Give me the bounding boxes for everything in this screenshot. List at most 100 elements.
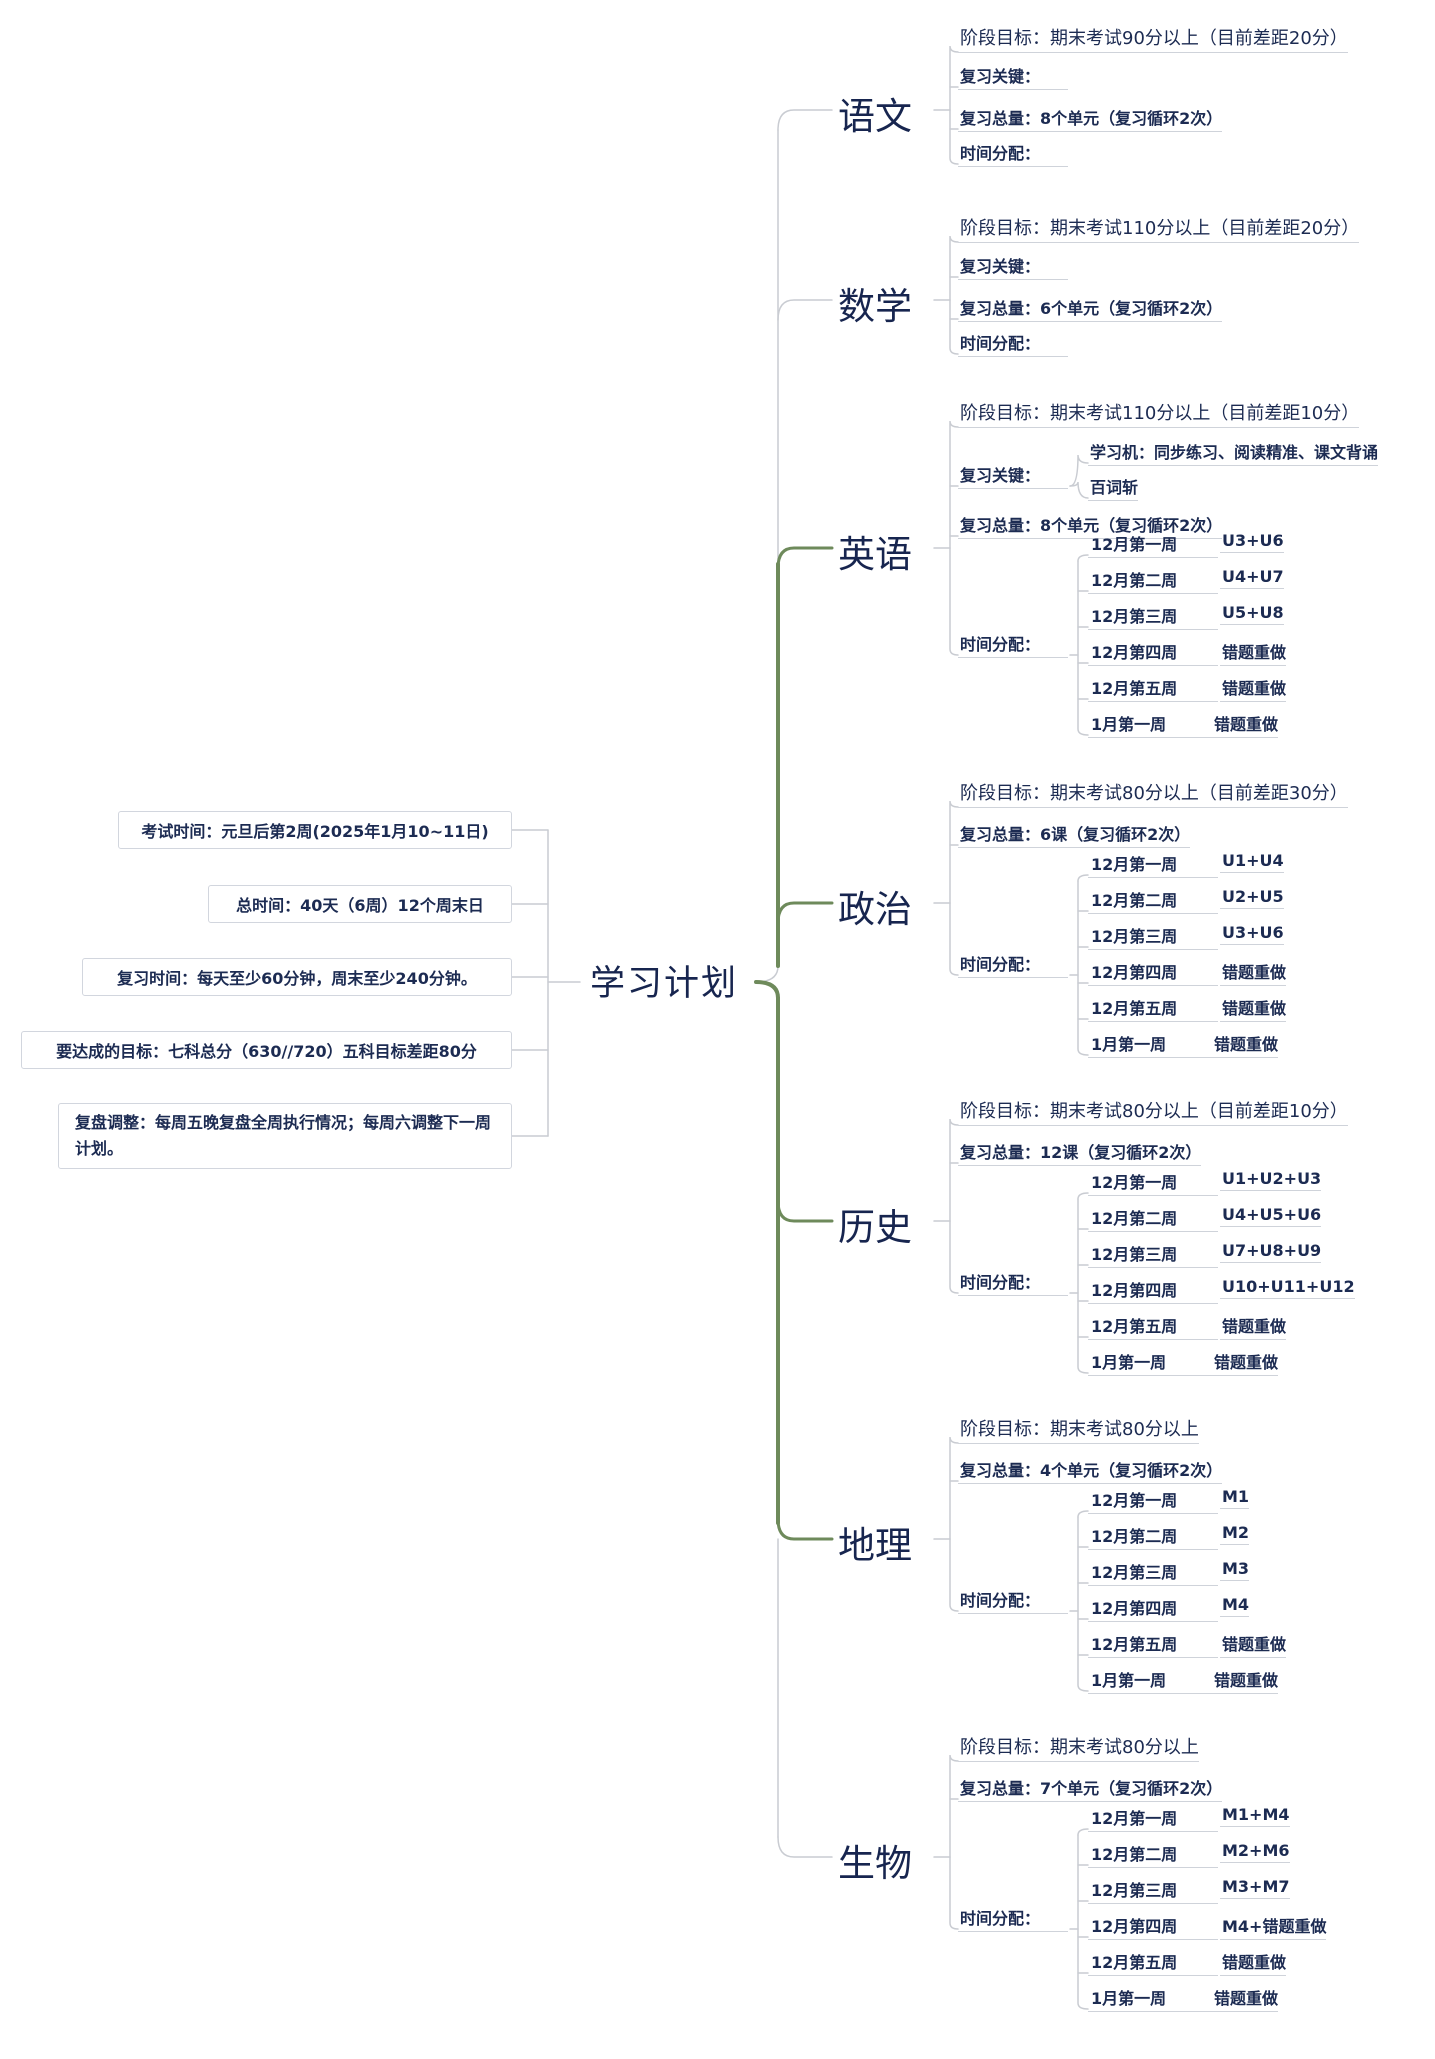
- week-label[interactable]: 12月第五周: [1088, 1949, 1218, 1976]
- week-content[interactable]: U10+U11+U12: [1220, 1277, 1355, 1299]
- week-label[interactable]: 12月第五周: [1088, 1313, 1218, 1340]
- week-label[interactable]: 1月第一周: [1088, 1985, 1218, 2012]
- week-label[interactable]: 12月第一周: [1088, 1169, 1218, 1196]
- week-content[interactable]: M3+M7: [1220, 1877, 1290, 1899]
- week-content[interactable]: 错题重做: [1220, 995, 1287, 1022]
- week-label[interactable]: 12月第二周: [1088, 567, 1218, 594]
- week-label[interactable]: 12月第四周: [1088, 1913, 1218, 1940]
- week-content[interactable]: U2+U5: [1220, 887, 1284, 909]
- week-label[interactable]: 1月第一周: [1088, 1031, 1218, 1058]
- week-label[interactable]: 12月第三周: [1088, 603, 1218, 630]
- week-content[interactable]: 错题重做: [1220, 1949, 1287, 1976]
- week-content[interactable]: U3+U6: [1220, 923, 1284, 945]
- week-content[interactable]: M1+M4: [1220, 1805, 1290, 1827]
- subject-0[interactable]: 语文: [838, 95, 912, 138]
- review-total[interactable]: 复习总量：8个单元（复习循环2次）: [958, 512, 1223, 539]
- week-content[interactable]: U4+U5+U6: [1220, 1205, 1322, 1227]
- week-label[interactable]: 12月第四周: [1088, 639, 1218, 666]
- week-label[interactable]: 12月第四周: [1088, 1277, 1218, 1304]
- week-label[interactable]: 12月第二周: [1088, 1841, 1218, 1868]
- week-content[interactable]: U3+U6: [1220, 531, 1284, 553]
- week-content[interactable]: 错题重做: [1220, 1313, 1287, 1340]
- goal-text[interactable]: 阶段目标：期末考试80分以上: [958, 1733, 1199, 1762]
- week-label[interactable]: 12月第一周: [1088, 1487, 1218, 1514]
- goal-text[interactable]: 阶段目标：期末考试80分以上（目前差距10分）: [958, 1097, 1348, 1126]
- review-key-label[interactable]: 复习关键：: [958, 462, 1068, 489]
- week-label[interactable]: 12月第二周: [1088, 1523, 1218, 1550]
- review-total[interactable]: 复习总量：12课（复习循环2次）: [958, 1139, 1202, 1166]
- note-box[interactable]: 要达成的目标：七科总分（630//720）五科目标差距80分: [21, 1031, 512, 1069]
- review-total[interactable]: 复习总量：4个单元（复习循环2次）: [958, 1457, 1223, 1484]
- week-content[interactable]: U4+U7: [1220, 567, 1284, 589]
- time-alloc-label[interactable]: 时间分配：: [958, 140, 1068, 167]
- week-content[interactable]: 错题重做: [1220, 639, 1287, 666]
- time-alloc-label[interactable]: 时间分配：: [958, 631, 1068, 658]
- time-alloc-label[interactable]: 时间分配：: [958, 330, 1068, 357]
- week-label[interactable]: 12月第三周: [1088, 1559, 1218, 1586]
- goal-text[interactable]: 阶段目标：期末考试110分以上（目前差距10分）: [958, 399, 1360, 428]
- week-label[interactable]: 12月第五周: [1088, 995, 1218, 1022]
- note-box[interactable]: 总时间：40天（6周）12个周末日: [208, 885, 512, 923]
- week-label[interactable]: 12月第三周: [1088, 923, 1218, 950]
- time-alloc-label[interactable]: 时间分配：: [958, 1269, 1068, 1296]
- week-label[interactable]: 1月第一周: [1088, 1349, 1218, 1376]
- week-label[interactable]: 12月第一周: [1088, 531, 1218, 558]
- review-total[interactable]: 复习总量：8个单元（复习循环2次）: [958, 105, 1223, 132]
- goal-text[interactable]: 阶段目标：期末考试110分以上（目前差距20分）: [958, 214, 1360, 243]
- week-label[interactable]: 12月第二周: [1088, 887, 1218, 914]
- review-key-item[interactable]: 学习机：同步练习、阅读精准、课文背诵: [1088, 439, 1379, 466]
- review-total[interactable]: 复习总量：6课（复习循环2次）: [958, 821, 1191, 848]
- week-content[interactable]: U1+U4: [1220, 851, 1284, 873]
- note-box[interactable]: 复盘调整：每周五晚复盘全周执行情况；每周六调整下一周计划。: [58, 1103, 512, 1169]
- week-label[interactable]: 12月第四周: [1088, 1595, 1218, 1622]
- review-total[interactable]: 复习总量：7个单元（复习循环2次）: [958, 1775, 1223, 1802]
- subject-4[interactable]: 历史: [838, 1206, 912, 1249]
- week-label[interactable]: 12月第三周: [1088, 1241, 1218, 1268]
- time-alloc-label[interactable]: 时间分配：: [958, 1905, 1068, 1932]
- week-content[interactable]: M3: [1220, 1559, 1250, 1581]
- week-content[interactable]: 错题重做: [1212, 1349, 1279, 1376]
- week-label[interactable]: 12月第五周: [1088, 675, 1218, 702]
- root-topic[interactable]: 学习计划: [590, 964, 739, 1004]
- goal-text[interactable]: 阶段目标：期末考试90分以上（目前差距20分）: [958, 24, 1348, 53]
- week-content[interactable]: 错题重做: [1212, 1667, 1279, 1694]
- week-content[interactable]: U7+U8+U9: [1220, 1241, 1322, 1263]
- week-content[interactable]: M4: [1220, 1595, 1250, 1617]
- week-content[interactable]: U1+U2+U3: [1220, 1169, 1322, 1191]
- week-content[interactable]: 错题重做: [1212, 711, 1279, 738]
- subject-2[interactable]: 英语: [838, 533, 912, 576]
- week-content[interactable]: 错题重做: [1220, 959, 1287, 986]
- subject-6[interactable]: 生物: [838, 1842, 912, 1885]
- time-alloc-label[interactable]: 时间分配：: [958, 951, 1068, 978]
- week-label[interactable]: 1月第一周: [1088, 711, 1218, 738]
- week-content[interactable]: 错题重做: [1212, 1985, 1279, 2012]
- week-content[interactable]: M1: [1220, 1487, 1250, 1509]
- subject-3[interactable]: 政治: [838, 888, 912, 931]
- week-label[interactable]: 12月第五周: [1088, 1631, 1218, 1658]
- week-label[interactable]: 12月第一周: [1088, 851, 1218, 878]
- week-content[interactable]: M2: [1220, 1523, 1250, 1545]
- week-label[interactable]: 12月第三周: [1088, 1877, 1218, 1904]
- week-content[interactable]: M2+M6: [1220, 1841, 1290, 1863]
- time-alloc-label[interactable]: 时间分配：: [958, 1587, 1068, 1614]
- review-key-item[interactable]: 百词斩: [1088, 474, 1139, 501]
- note-box[interactable]: 复习时间：每天至少60分钟，周末至少240分钟。: [82, 958, 512, 996]
- week-label[interactable]: 12月第四周: [1088, 959, 1218, 986]
- note-box[interactable]: 考试时间：元旦后第2周(2025年1月10~11日): [118, 811, 512, 849]
- week-content[interactable]: 错题重做: [1212, 1031, 1279, 1058]
- goal-text[interactable]: 阶段目标：期末考试80分以上: [958, 1415, 1199, 1444]
- week-content[interactable]: 错题重做: [1220, 1631, 1287, 1658]
- week-label[interactable]: 1月第一周: [1088, 1667, 1218, 1694]
- goal-text[interactable]: 阶段目标：期末考试80分以上（目前差距30分）: [958, 779, 1348, 808]
- subject-5[interactable]: 地理: [838, 1524, 912, 1567]
- week-content[interactable]: M4+错题重做: [1220, 1913, 1327, 1940]
- week-label[interactable]: 12月第二周: [1088, 1205, 1218, 1232]
- review-key-label[interactable]: 复习关键：: [958, 253, 1068, 280]
- review-total[interactable]: 复习总量：6个单元（复习循环2次）: [958, 295, 1223, 322]
- week-content[interactable]: U5+U8: [1220, 603, 1284, 625]
- week-label[interactable]: 12月第一周: [1088, 1805, 1218, 1832]
- week-content[interactable]: 错题重做: [1220, 675, 1287, 702]
- review-key-label[interactable]: 复习关键：: [958, 63, 1068, 90]
- subject-1[interactable]: 数学: [838, 285, 912, 328]
- key-item-link: [1069, 481, 1089, 499]
